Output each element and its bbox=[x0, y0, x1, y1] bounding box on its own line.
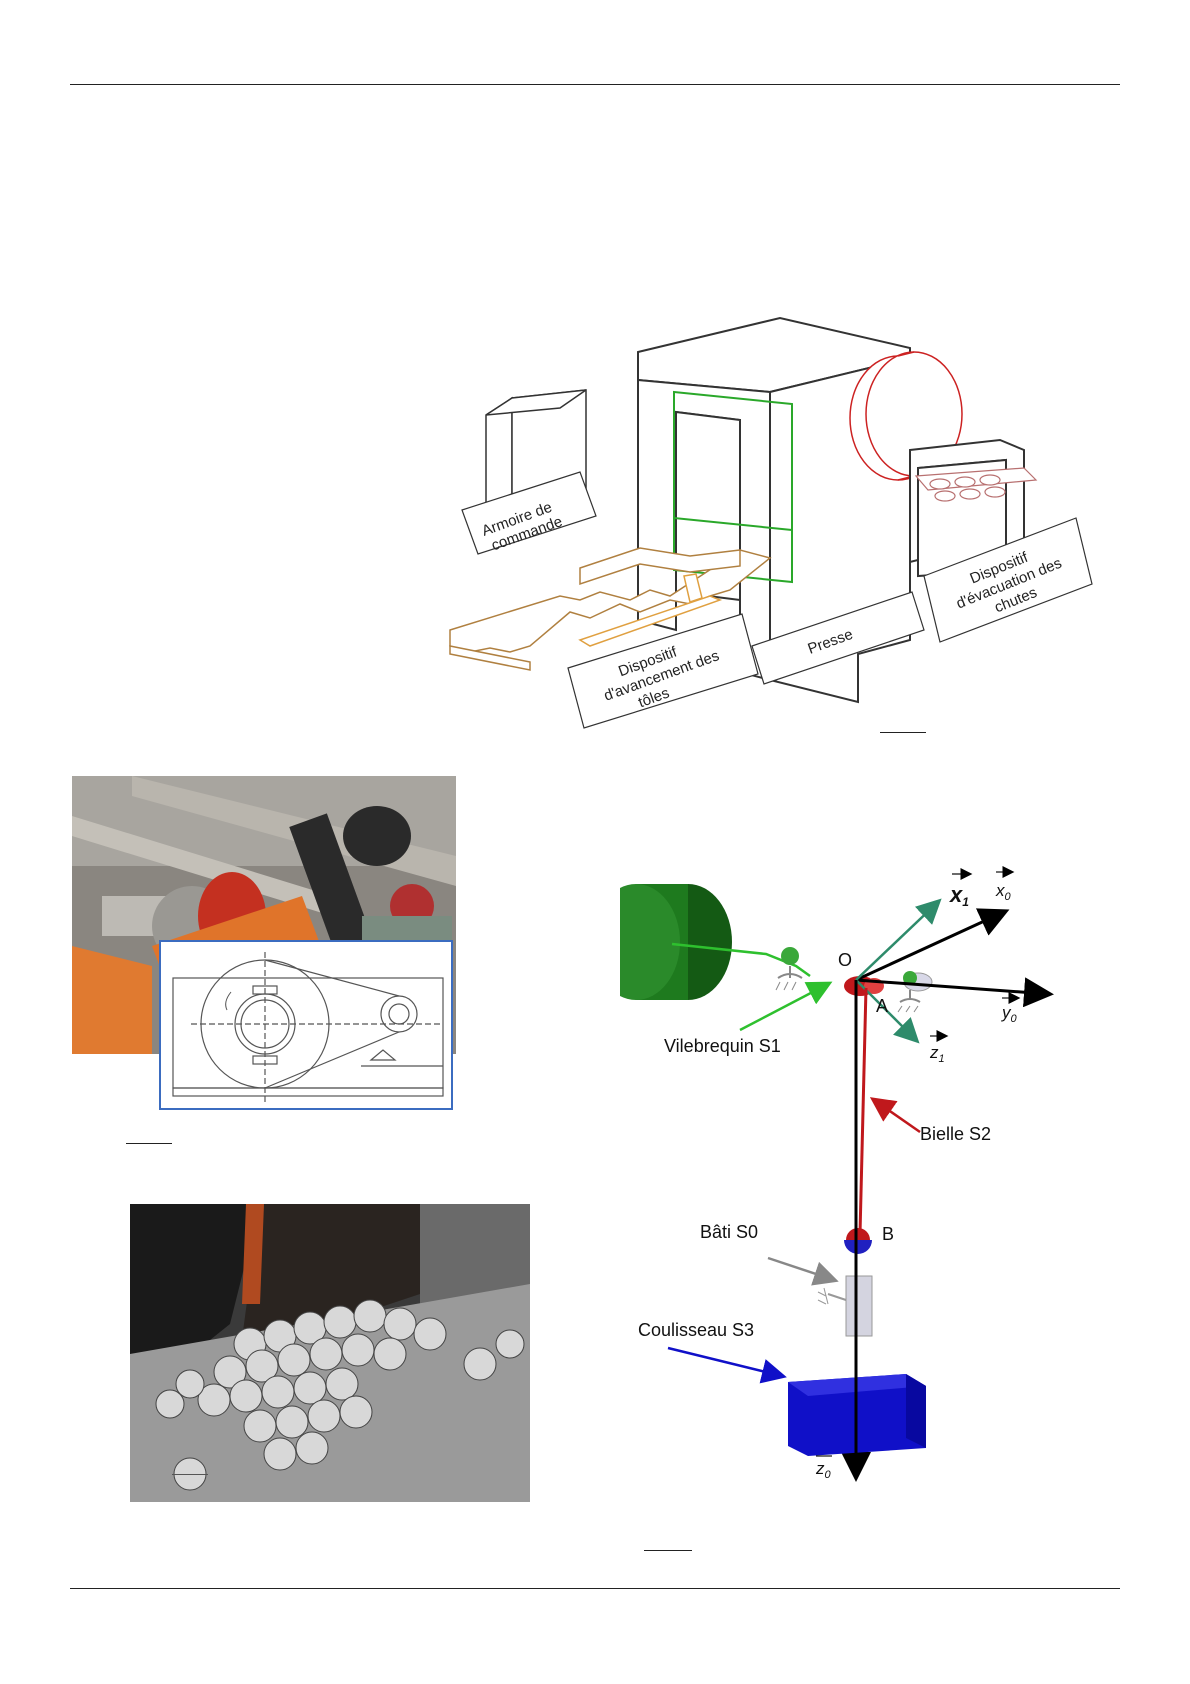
axis-x1 bbox=[856, 902, 938, 980]
scrap-photo-line bbox=[172, 1474, 208, 1475]
press-drawing: Armoire de commande Presse Dispositif d'… bbox=[440, 300, 1180, 770]
bielle-arrow bbox=[874, 1100, 920, 1132]
ball-joint-B bbox=[844, 1228, 872, 1254]
label-bati: Bâti S0 bbox=[700, 1222, 758, 1242]
bati-arrow bbox=[768, 1258, 834, 1280]
label-z0: z0 bbox=[815, 1459, 832, 1481]
crank-pin-A bbox=[844, 976, 884, 996]
label-vilebrequin: Vilebrequin S1 bbox=[664, 1036, 781, 1056]
figure-caption-rule-press bbox=[880, 732, 926, 733]
figure-caption-rule-kinematic bbox=[644, 1550, 692, 1551]
label-B: B bbox=[882, 1224, 894, 1244]
bearing-right bbox=[898, 971, 932, 1012]
label-bielle: Bielle S2 bbox=[920, 1124, 991, 1144]
figure-caption-rule-belt bbox=[126, 1143, 172, 1144]
slider-guide bbox=[818, 1276, 872, 1336]
footer-rule bbox=[70, 1588, 1120, 1589]
label-z1: z1 bbox=[929, 1043, 945, 1065]
crank-flywheel bbox=[620, 884, 732, 1000]
label-x1: x1 bbox=[949, 882, 969, 909]
label-x0: x0 bbox=[995, 881, 1012, 903]
kinematic-drawing: O A B x1 x0 y0 z1 z0 Vilebrequin S1 Biel… bbox=[620, 856, 1080, 1496]
label-A: A bbox=[876, 996, 888, 1016]
label-y0: y0 bbox=[1001, 1003, 1018, 1025]
scrap-photo bbox=[130, 1204, 530, 1502]
press-figure: Armoire de commande Presse Dispositif d'… bbox=[440, 300, 1180, 770]
scrap-photo-art bbox=[130, 1204, 530, 1502]
connecting-rod bbox=[860, 988, 866, 1234]
header-rule bbox=[70, 84, 1120, 85]
label-O: O bbox=[838, 950, 852, 970]
belt-schematic bbox=[159, 940, 453, 1110]
vilebrequin-arrow bbox=[740, 984, 828, 1030]
coulisseau-arrow bbox=[668, 1348, 782, 1376]
kinematic-figure: O A B x1 x0 y0 z1 z0 Vilebrequin S1 Biel… bbox=[620, 856, 1080, 1496]
belt-schematic-art bbox=[161, 942, 451, 1108]
axis-y0 bbox=[856, 980, 1048, 994]
axis-x0 bbox=[856, 912, 1004, 980]
label-coulisseau: Coulisseau S3 bbox=[638, 1320, 754, 1340]
